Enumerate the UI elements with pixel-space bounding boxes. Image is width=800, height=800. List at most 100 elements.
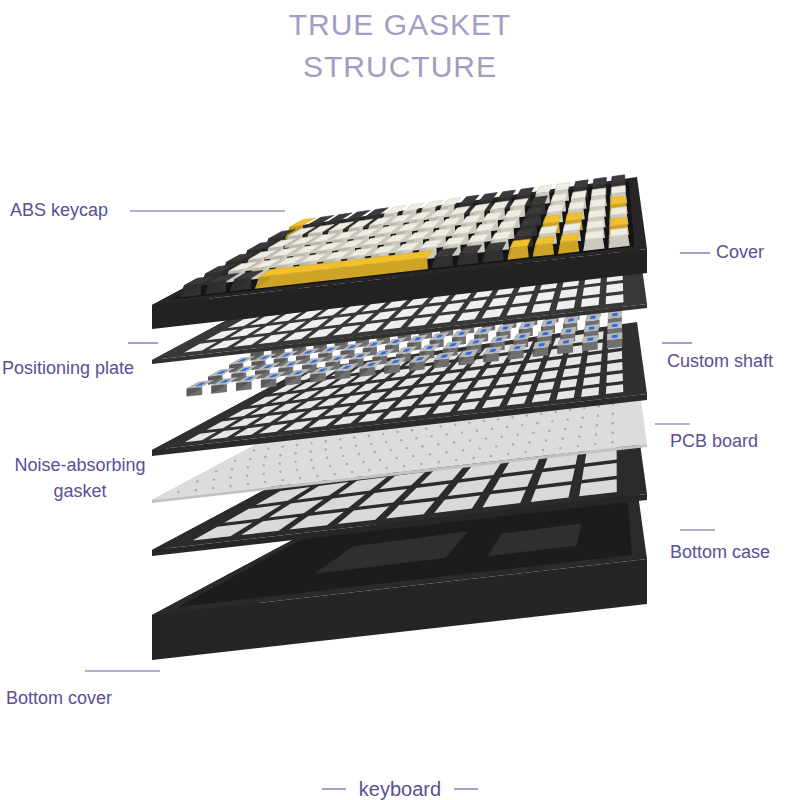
- keycap-top: [460, 245, 482, 254]
- pcb-dot: [542, 449, 544, 451]
- plate-hole: [295, 400, 323, 410]
- plate-hole: [581, 387, 599, 397]
- gasket-hole: [193, 523, 253, 541]
- keycap-top: [611, 207, 627, 216]
- plate-hole: [532, 393, 552, 403]
- keycap-top: [593, 177, 607, 186]
- switch-stem: [514, 346, 521, 350]
- switch-stem: [566, 329, 572, 333]
- positioning-hole: [606, 294, 624, 304]
- positioning-hole: [512, 294, 532, 304]
- keycap-top: [571, 191, 586, 200]
- pcb-dot: [597, 414, 599, 416]
- pcb-dot: [379, 459, 381, 461]
- switch-stem: [612, 324, 617, 328]
- pcb-dot: [455, 459, 457, 461]
- pcb-dot: [528, 441, 530, 443]
- pcb-dot: [299, 477, 301, 479]
- keycap-top: [317, 242, 342, 251]
- keycap-top: [563, 223, 581, 232]
- pcb-dot: [612, 422, 614, 424]
- pcb-dot: [507, 453, 509, 455]
- plate-hole: [230, 417, 260, 427]
- switch-top: [187, 380, 215, 389]
- gasket-hole: [434, 496, 480, 513]
- keycap-top: [453, 226, 474, 235]
- pcb-dot: [281, 446, 283, 448]
- pcb-dot: [412, 455, 414, 457]
- pcb-dot: [548, 430, 550, 432]
- pcb-dot: [229, 476, 231, 478]
- switch-stem: [402, 348, 410, 352]
- keycap-top: [491, 231, 511, 240]
- keycap-top: [309, 224, 334, 233]
- pcb-dot: [312, 467, 314, 469]
- pcb-dot: [403, 465, 405, 467]
- pcb-dot: [351, 471, 353, 473]
- cover-top: [152, 177, 647, 305]
- switch-top: [443, 341, 463, 350]
- plate-hole: [251, 405, 280, 415]
- keycap-top: [365, 208, 388, 217]
- gasket-hole: [269, 500, 324, 518]
- positioning-hole: [606, 283, 623, 293]
- switch-top: [229, 356, 255, 365]
- pcb-dot: [231, 468, 233, 470]
- pcb-dot: [497, 418, 499, 420]
- pcb-dot: [583, 407, 585, 409]
- part-label: Positioning plate: [2, 357, 134, 379]
- pcb-dot: [506, 426, 508, 428]
- caption-dash: [322, 788, 346, 789]
- keycap-top: [555, 182, 570, 191]
- pcb-dot: [339, 438, 341, 440]
- switch-stem: [542, 332, 548, 336]
- switch-top: [261, 371, 287, 380]
- keycap-top: [468, 234, 489, 243]
- switch-top: [363, 340, 385, 349]
- gasket-hole: [582, 463, 617, 480]
- pcb-dot: [501, 435, 503, 437]
- switch-stem: [496, 337, 503, 341]
- keycap-top: [410, 211, 431, 220]
- switch-top: [452, 329, 471, 337]
- positioning-hole: [432, 314, 456, 324]
- keycap-top: [272, 247, 299, 256]
- positioning-hole: [184, 342, 217, 353]
- switch-top: [396, 346, 417, 355]
- switch-top: [236, 374, 262, 383]
- keycap-top: [521, 218, 539, 227]
- pcb-dot: [425, 427, 427, 429]
- plate-hole: [559, 379, 577, 389]
- plate-hole: [583, 376, 600, 386]
- gasket-hole: [358, 489, 407, 507]
- pcb-dot: [368, 469, 370, 471]
- keycap-top: [229, 262, 258, 271]
- switch-top: [483, 346, 502, 354]
- keycap-top: [539, 226, 558, 235]
- keycap-top: [269, 230, 296, 239]
- pcb-dot: [229, 485, 231, 487]
- positioning-hole: [324, 316, 352, 327]
- part-label: ABS keycap: [10, 199, 108, 221]
- positioning-hole: [308, 328, 336, 339]
- positioning-hole: [209, 339, 241, 350]
- keycap-top: [515, 228, 534, 237]
- gasket-hole: [338, 506, 390, 524]
- pcb-dot: [524, 451, 526, 453]
- switch-stem: [348, 345, 357, 349]
- plate-hole: [271, 393, 300, 403]
- plate-hole: [481, 367, 501, 377]
- pcb-dot: [445, 451, 447, 453]
- gasket-hole: [579, 479, 617, 496]
- positioning-hole: [583, 286, 601, 296]
- pcb-dot: [177, 491, 179, 493]
- pcb-dot: [420, 463, 422, 465]
- keycap-top: [485, 242, 506, 251]
- keycap-top: [184, 276, 214, 285]
- switch-top: [407, 335, 427, 344]
- board-block: [488, 524, 582, 557]
- plate-hole: [250, 395, 279, 405]
- plate-hole: [371, 401, 396, 411]
- switch-stem: [370, 342, 379, 346]
- pcb-dot: [595, 433, 597, 435]
